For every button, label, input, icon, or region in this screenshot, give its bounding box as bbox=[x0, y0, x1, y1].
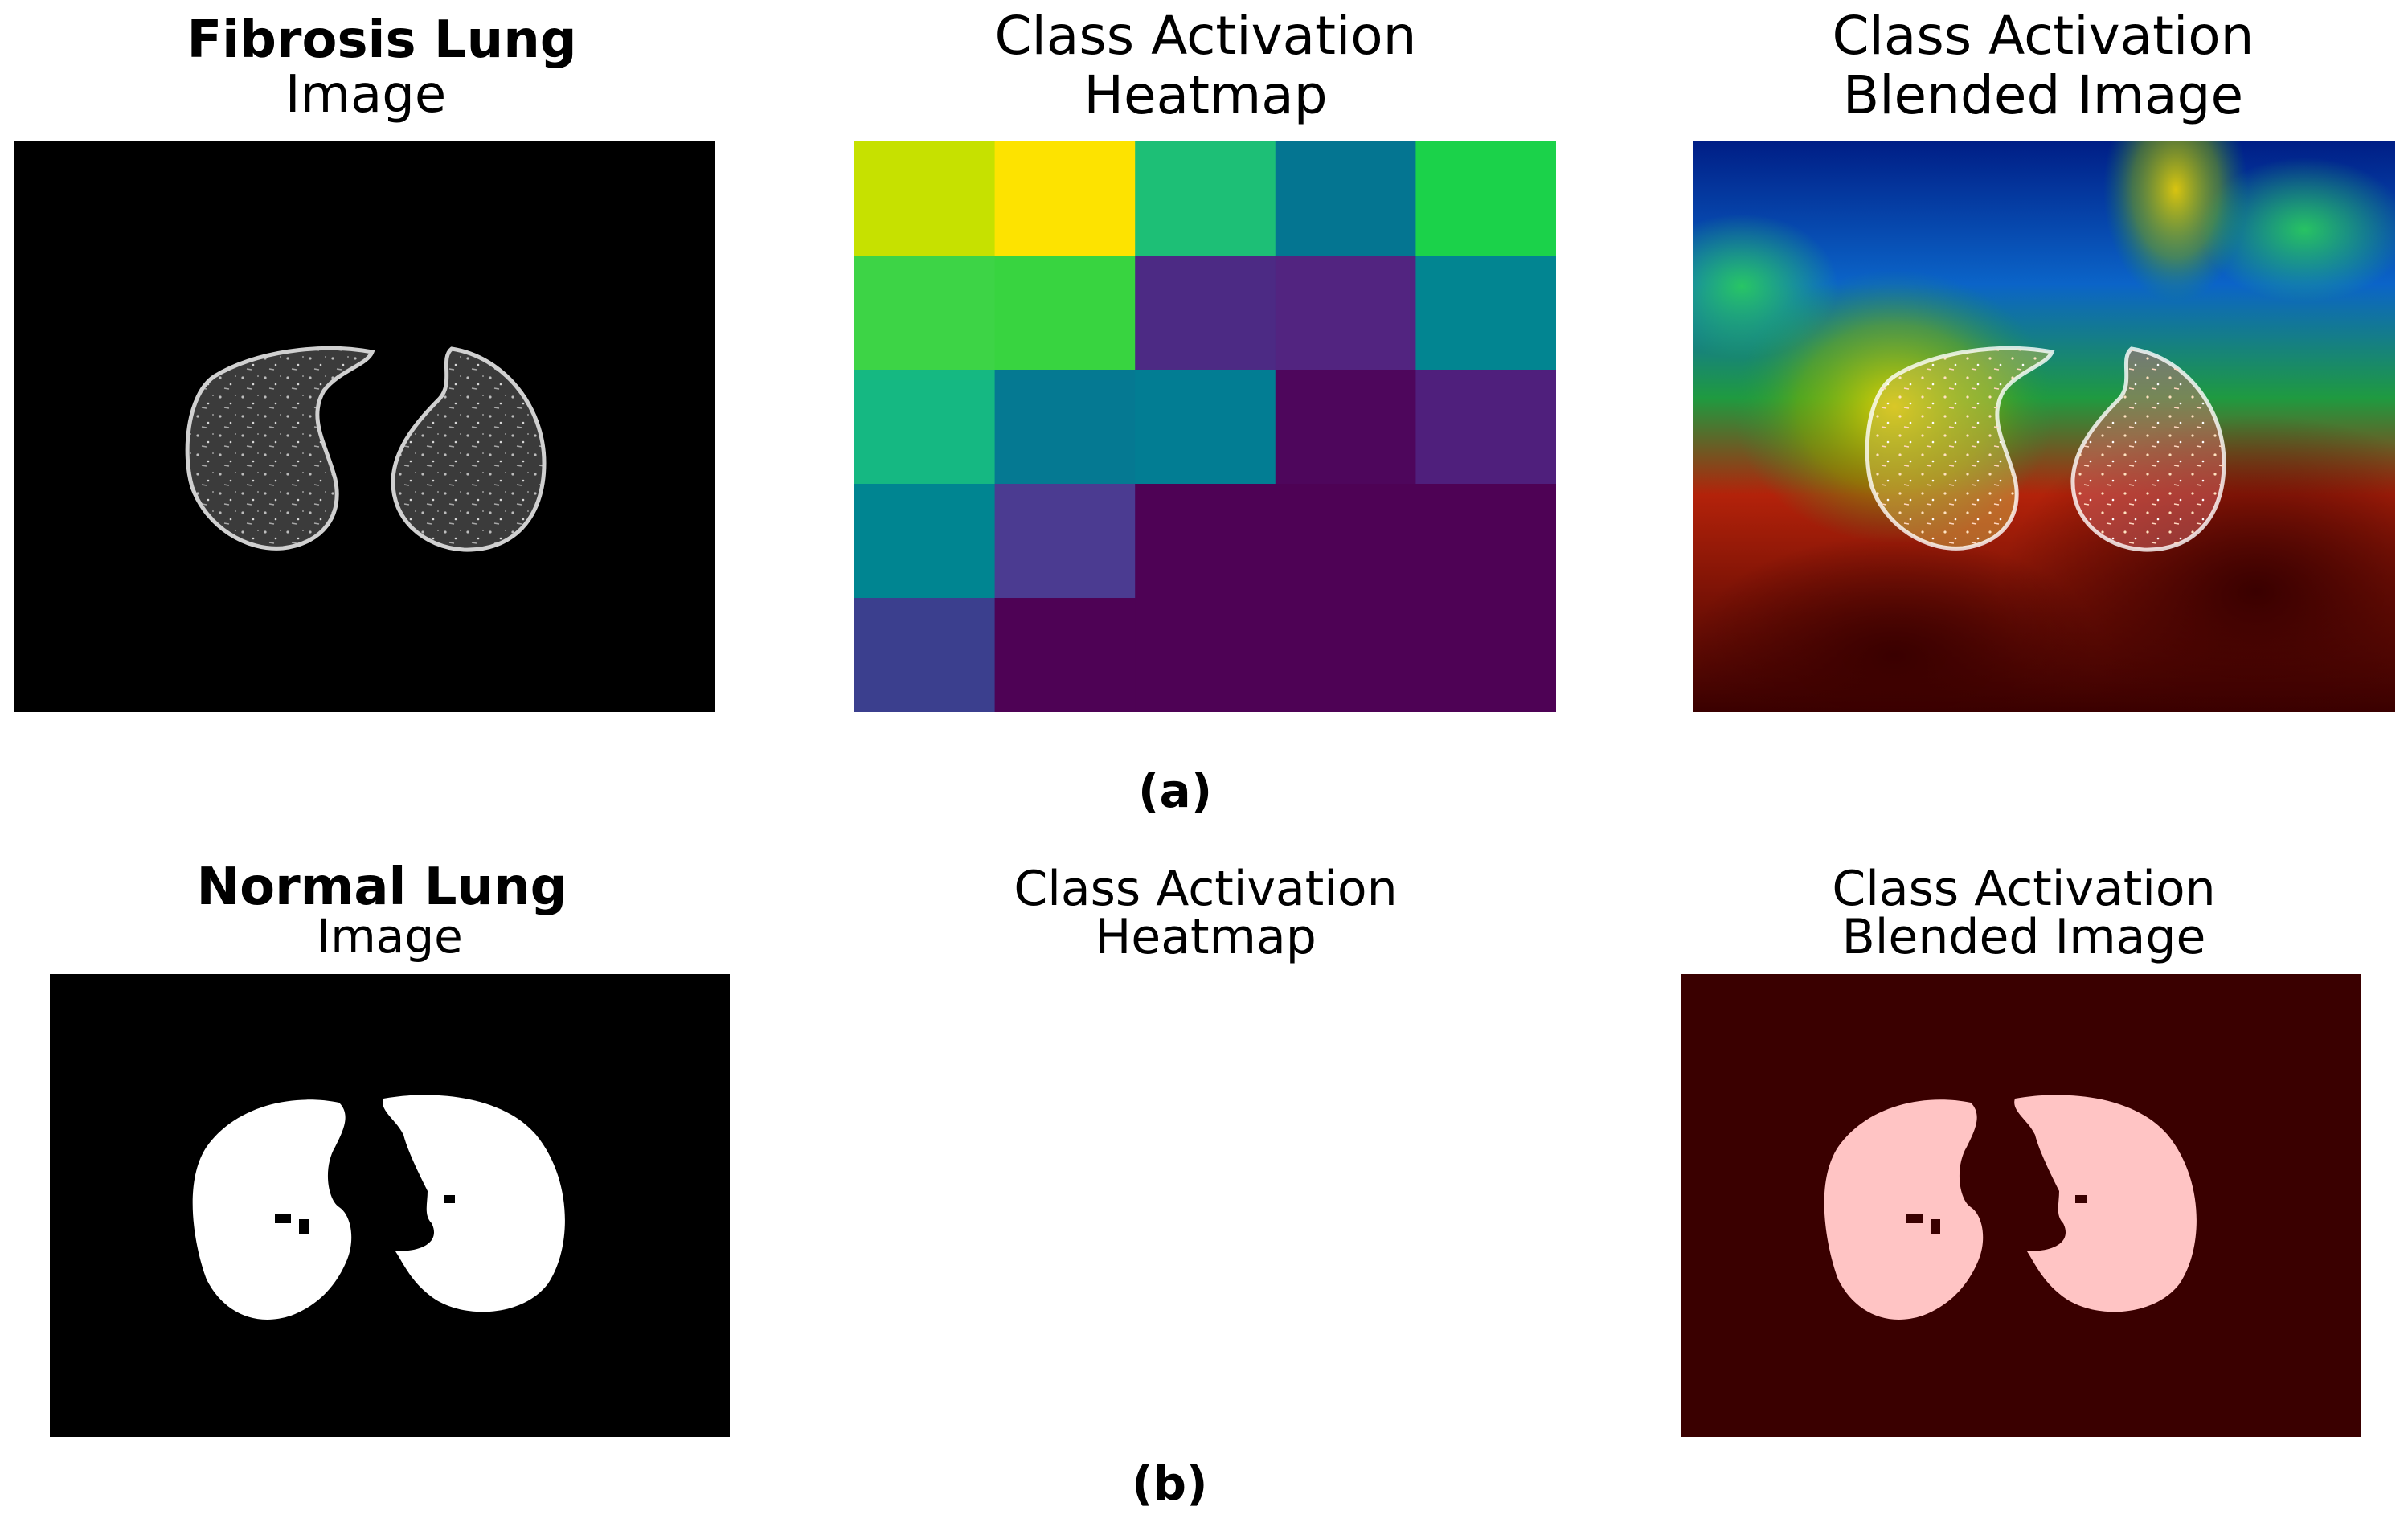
normal-lung-mask bbox=[192, 1095, 565, 1320]
heatmap-a bbox=[854, 141, 1556, 712]
heatmap-cell bbox=[1415, 256, 1556, 371]
heatmap-cell bbox=[854, 370, 996, 485]
blended-lung-mask bbox=[1824, 1095, 2197, 1320]
heatmap-b-title-line1: Class Activation bbox=[1014, 861, 1398, 917]
heatmap-cell bbox=[1135, 598, 1276, 712]
heatmap-cell bbox=[994, 598, 1136, 712]
heatmap-cell bbox=[994, 141, 1136, 256]
right-lung-shape bbox=[391, 346, 547, 552]
blended-image-a bbox=[1693, 141, 2395, 712]
heatmap-cell bbox=[1275, 598, 1416, 712]
fibrosis-lung-image bbox=[14, 141, 715, 712]
heatmap-cell bbox=[854, 484, 996, 599]
blend-b-title-line2: Blended Image bbox=[1841, 909, 2206, 965]
heatmap-a-grid bbox=[854, 141, 1556, 712]
blend-a-title-line1: Class Activation bbox=[1832, 5, 2254, 67]
heatmap-cell bbox=[1415, 484, 1556, 599]
heatmap-cell bbox=[854, 141, 996, 256]
blend-a-title-line2: Blended Image bbox=[1842, 64, 2244, 126]
blended-image-b bbox=[1681, 974, 2361, 1437]
fibrosis-title: Fibrosis Lung bbox=[186, 10, 577, 70]
heatmap-cell bbox=[994, 256, 1136, 371]
heatmap-cell bbox=[854, 256, 996, 371]
heatmap-cell bbox=[1275, 256, 1416, 371]
normal-title: Normal Lung bbox=[196, 858, 567, 917]
left-lung-shape bbox=[185, 346, 375, 551]
fibrosis-subtitle: Image bbox=[285, 65, 447, 125]
heatmap-cell bbox=[994, 484, 1136, 599]
heatmap-cell bbox=[854, 598, 996, 712]
heatmap-cell bbox=[1415, 141, 1556, 256]
heatmap-cell bbox=[1135, 370, 1276, 485]
normal-lung-image bbox=[50, 974, 730, 1437]
normal-subtitle: Image bbox=[317, 909, 463, 964]
heatmap-a-title-line2: Heatmap bbox=[1083, 64, 1328, 126]
heatmap-cell bbox=[1135, 141, 1276, 256]
heatmap-cell bbox=[1135, 256, 1276, 371]
heatmap-cell bbox=[994, 370, 1136, 485]
heatmap-cell bbox=[1415, 598, 1556, 712]
heatmap-cell bbox=[1275, 484, 1416, 599]
blend-b-title-line1: Class Activation bbox=[1832, 861, 2216, 917]
caption-b: (b) bbox=[1132, 1456, 1208, 1511]
heatmap-cell bbox=[1415, 370, 1556, 485]
caption-a: (a) bbox=[1138, 764, 1213, 818]
heatmap-cell bbox=[1275, 370, 1416, 485]
heatmap-a-title-line1: Class Activation bbox=[994, 5, 1417, 67]
heatmap-b-title-line2: Heatmap bbox=[1095, 909, 1317, 965]
heatmap-cell bbox=[1135, 484, 1276, 599]
heatmap-cell bbox=[1275, 141, 1416, 256]
